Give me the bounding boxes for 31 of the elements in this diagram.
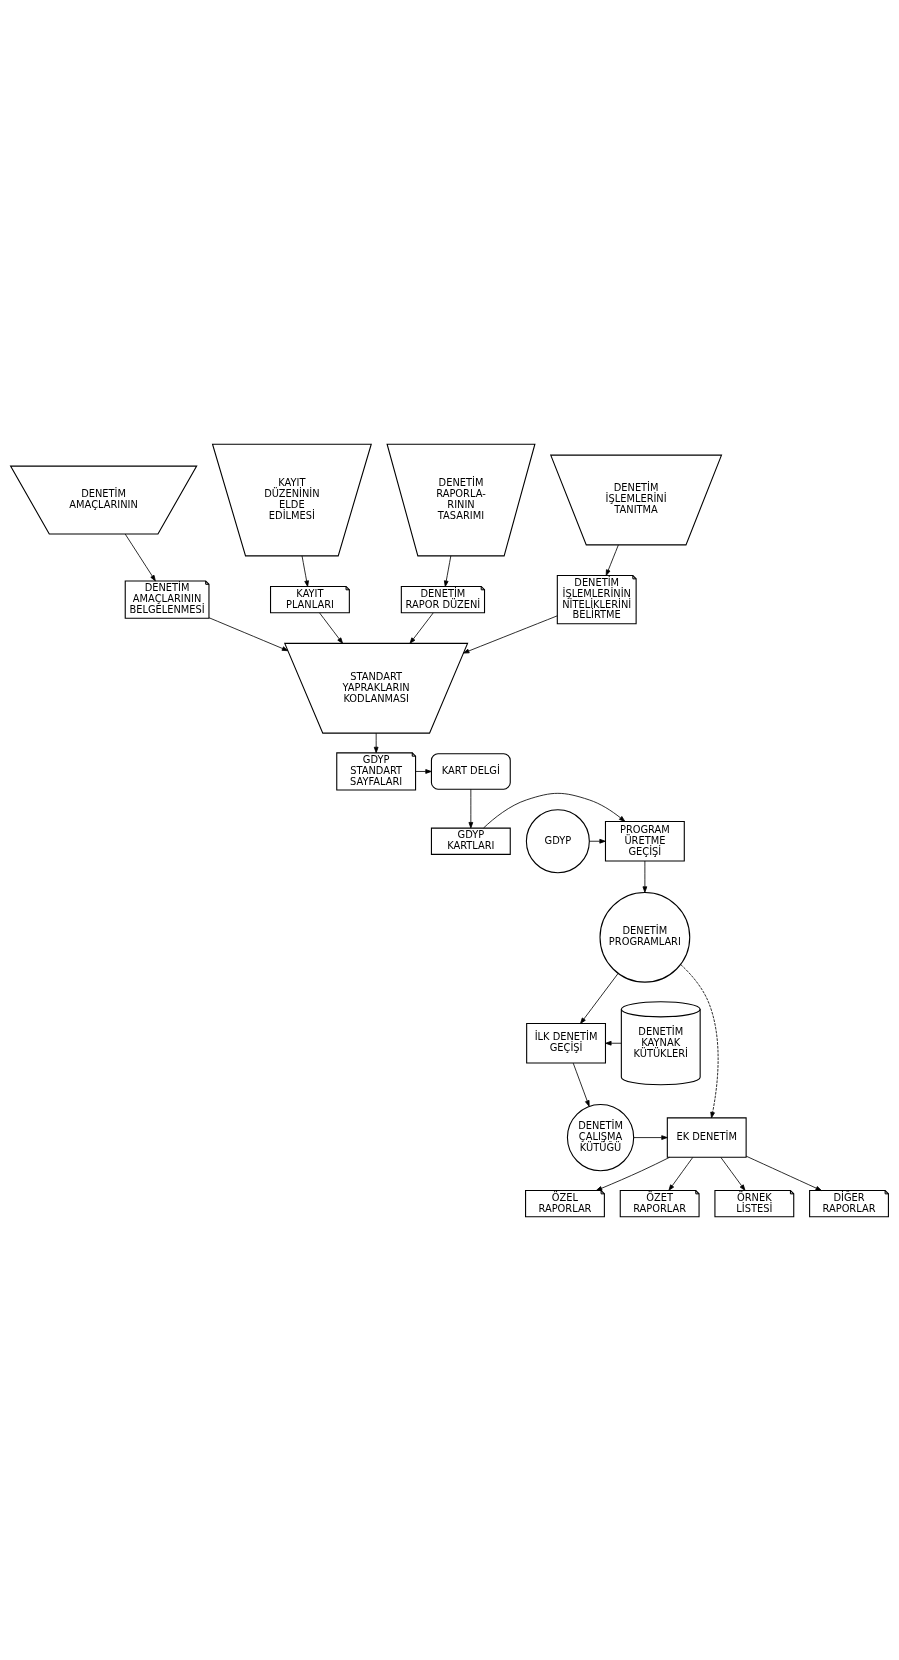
node-box: KART DELGİ bbox=[430, 752, 511, 790]
arrow bbox=[373, 732, 379, 753]
arrow bbox=[642, 860, 648, 893]
arrow bbox=[589, 838, 606, 844]
arrow bbox=[633, 1134, 668, 1140]
arrow bbox=[409, 612, 434, 644]
arrow bbox=[415, 768, 432, 774]
arrow bbox=[468, 788, 474, 828]
node-circle: DENETİM ÇALIŞMA KÜTÜĞÜ bbox=[566, 1103, 635, 1171]
arrow bbox=[595, 1156, 670, 1191]
arrow bbox=[208, 616, 289, 651]
arrow bbox=[319, 612, 343, 644]
node-box: PROGRAM ÜRETME GEÇİŞİ bbox=[604, 820, 685, 861]
arrow bbox=[301, 554, 309, 587]
arrow bbox=[124, 533, 156, 581]
arrow bbox=[463, 614, 558, 653]
node-circle: GDYP bbox=[525, 808, 590, 873]
arrow bbox=[680, 963, 719, 1118]
node-box: GDYP KARTLARI bbox=[430, 827, 511, 855]
arrow bbox=[605, 544, 619, 576]
node-circle: DENETİM PROGRAMLARI bbox=[599, 891, 691, 983]
arrow bbox=[605, 1040, 622, 1046]
arrow bbox=[720, 1156, 746, 1191]
arrow bbox=[580, 972, 619, 1024]
arrow bbox=[483, 792, 626, 828]
arrow bbox=[572, 1062, 590, 1107]
node-box: EK DENETİM bbox=[666, 1116, 747, 1158]
arrow bbox=[668, 1156, 694, 1191]
arrow bbox=[443, 554, 452, 587]
node-box: İLK DENETİM GEÇİŞİ bbox=[526, 1022, 607, 1063]
arrow bbox=[745, 1155, 822, 1191]
